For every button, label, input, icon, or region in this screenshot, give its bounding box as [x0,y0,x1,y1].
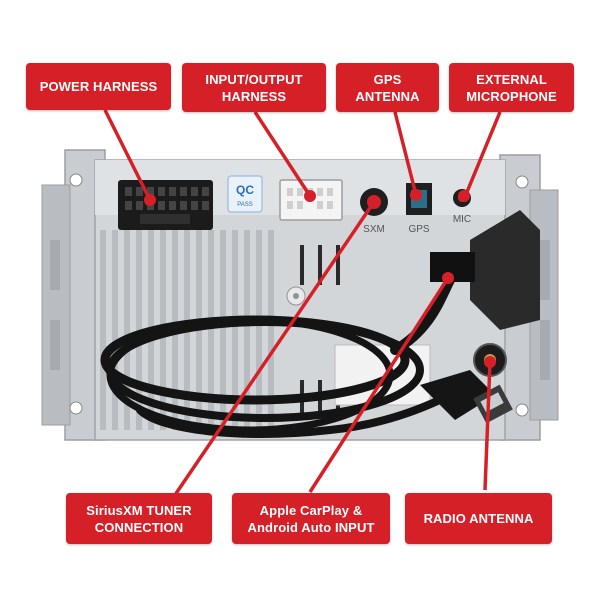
qc-badge-subtext: PASS [237,202,253,208]
label-radio-antenna-text: RADIO ANTENNA [423,511,534,526]
gps-port-label: GPS [408,224,429,235]
label-siriusxm-tuner: SiriusXM TUNER CONNECTION [66,493,212,544]
label-gps-antenna: GPS ANTENNA [336,63,439,112]
power-harness-connector [118,180,213,230]
label-external-microphone: EXTERNAL MICROPHONE [449,63,574,112]
label-siriusxm-tuner-text: SiriusXM TUNER CONNECTION [86,502,192,535]
label-radio-antenna: RADIO ANTENNA [405,493,552,544]
label-input-output-harness: INPUT/OUTPUT HARNESS [182,63,326,112]
mic-port-label: MIC [453,214,471,225]
pointer-lines [103,109,502,496]
qc-badge: QC PASS [227,175,263,213]
usb-plug [420,370,513,424]
label-carplay-android-input-text: Apple CarPlay & Android Auto INPUT [247,502,375,535]
label-power-harness: POWER HARNESS [26,63,171,110]
qc-badge-text: QC [236,183,254,197]
label-input-output-harness-text: INPUT/OUTPUT HARNESS [205,71,303,104]
sxm-port-label: SXM [363,224,385,235]
label-gps-antenna-text: GPS ANTENNA [355,71,420,104]
label-power-harness-text: POWER HARNESS [39,79,158,94]
label-carplay-android-input: Apple CarPlay & Android Auto INPUT [232,493,390,544]
label-external-microphone-text: EXTERNAL MICROPHONE [466,71,557,104]
